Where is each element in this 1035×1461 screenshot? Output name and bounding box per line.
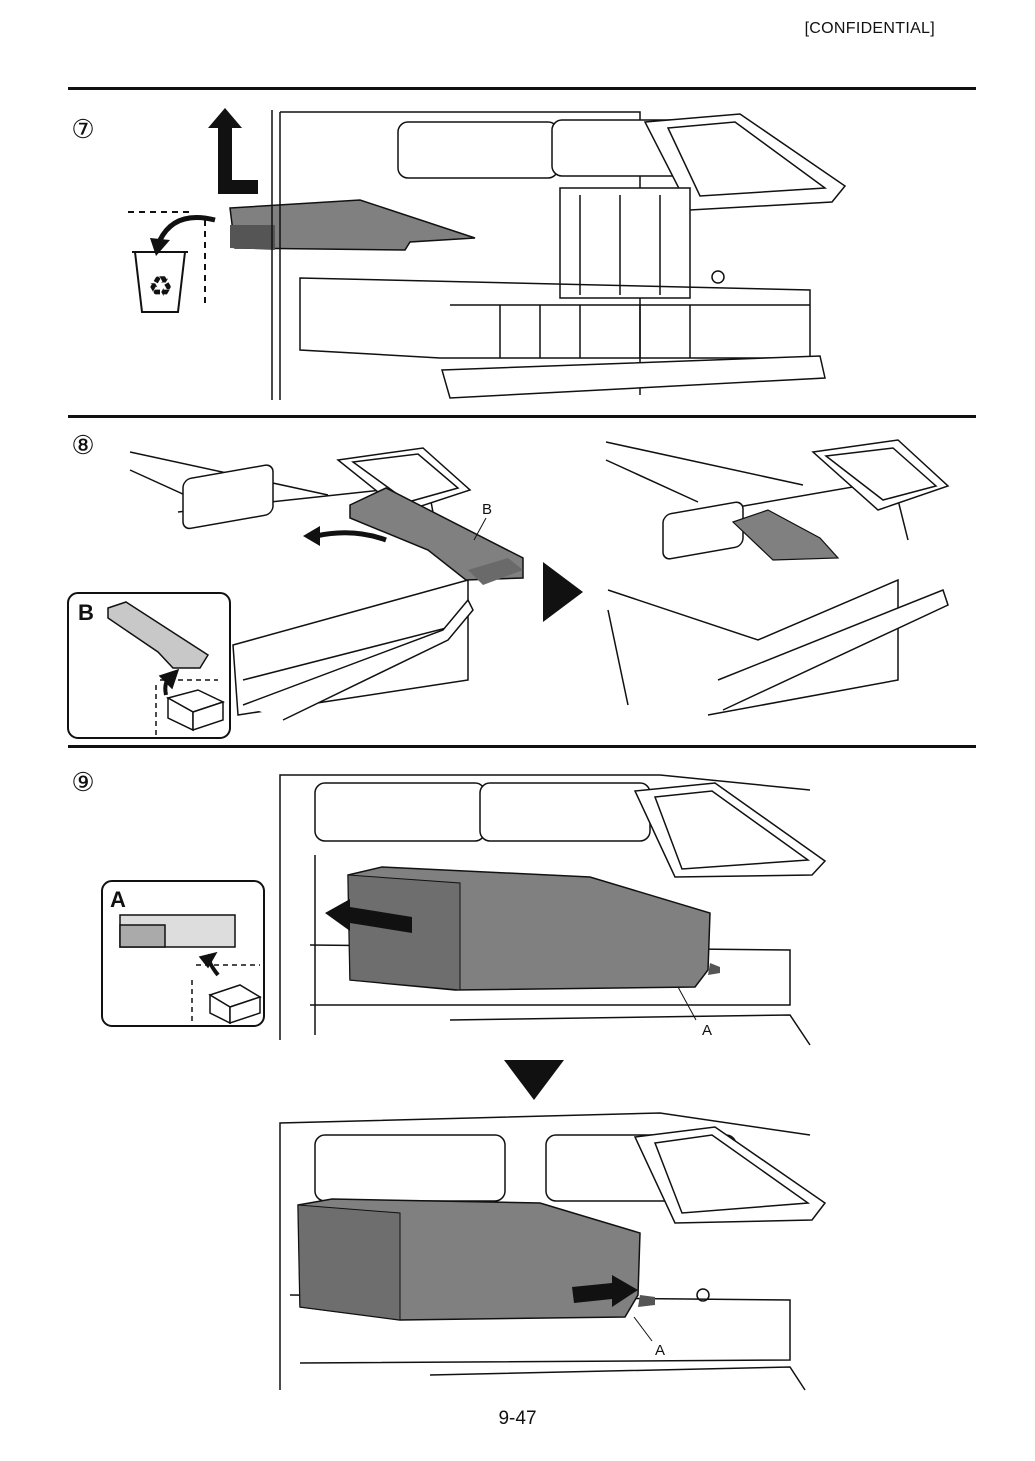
confidential-label: [CONFIDENTIAL] — [804, 20, 935, 37]
step-number-8: ⑧ — [71, 430, 95, 460]
inset-b-label: B — [78, 600, 94, 625]
up-left-arrow-icon — [208, 108, 258, 194]
down-triangle-arrow-icon — [504, 1060, 564, 1100]
section-divider-top — [68, 87, 976, 90]
push-arrow-icon — [572, 1275, 638, 1307]
step9-illustration-bottom: A — [279, 1112, 827, 1391]
printer-view-after — [605, 439, 950, 716]
recycle-bin-icon: ♻ — [128, 211, 206, 313]
step-number-7: ⑦ — [71, 114, 95, 144]
section-divider-step9 — [68, 745, 976, 748]
push-arrow-icon — [325, 899, 412, 933]
unit-a-label-top: A — [702, 1022, 712, 1039]
printer-view-before — [129, 447, 474, 721]
part-b — [349, 487, 524, 585]
box-unpack-icon — [107, 601, 225, 736]
unit-a — [347, 866, 720, 991]
curved-arrow-icon — [303, 526, 387, 546]
page-number: 9-47 — [498, 1408, 537, 1429]
step-number-9: ⑨ — [71, 767, 95, 797]
printer-body — [279, 774, 827, 1046]
printer-body — [271, 110, 847, 400]
part-b-installed — [731, 509, 840, 561]
curved-arrow-icon — [150, 215, 216, 256]
step8-illustration: B B — [67, 439, 950, 739]
part-b-label: B — [482, 501, 492, 518]
removed-cover-part — [229, 199, 476, 251]
svg-text:♻: ♻ — [148, 271, 173, 302]
inset-a-label: A — [110, 887, 126, 912]
step9-illustration-top: A A — [101, 774, 827, 1046]
unit-a-label-bottom: A — [655, 1342, 665, 1359]
section-divider-step8 — [68, 415, 976, 418]
right-triangle-arrow-icon — [543, 562, 583, 622]
step7-illustration: ♻ — [128, 108, 847, 400]
unit-a-inserted — [297, 1198, 655, 1321]
printer-body — [279, 1112, 827, 1391]
box-unpack-icon — [119, 914, 262, 1025]
